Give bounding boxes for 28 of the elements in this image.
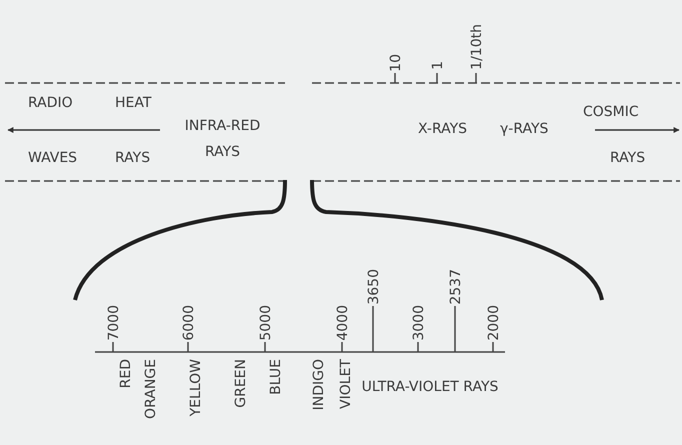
band-label: COSMIC: [583, 104, 639, 120]
wavelength-value: 3000: [411, 305, 427, 341]
band-label: RAYS: [115, 150, 150, 166]
wavelength-value: 4000: [335, 305, 351, 341]
band-label: X-RAYS: [418, 121, 468, 137]
colour-label: BLUE: [268, 359, 284, 395]
scale-value: 1: [430, 61, 446, 70]
band-label: INFRA-RED RAYS: [184, 117, 262, 162]
wavelength-value: 5000: [258, 305, 274, 341]
band-label: RAYS: [610, 150, 646, 166]
wavelength-value: 2000: [486, 305, 502, 341]
wavelength-value: 2537: [448, 269, 464, 305]
colour-label: GREEN: [233, 359, 249, 408]
wavelength-value: 6000: [181, 305, 197, 341]
scale-value: 1/10th: [469, 24, 485, 70]
colour-label: YELLOW: [188, 359, 204, 416]
band-label: RADIO: [28, 95, 73, 111]
colour-label: VIOLET: [338, 359, 354, 409]
colour-label: ORANGE: [143, 359, 159, 419]
colour-label: INDIGO: [311, 359, 327, 410]
colour-label: RED: [118, 359, 134, 388]
band-label: WAVES: [28, 150, 78, 166]
band-label: ULTRA-VIOLET RAYS: [360, 378, 500, 397]
wavelength-value: 7000: [106, 305, 122, 341]
band-label: γ-RAYS: [500, 121, 548, 137]
band-label: HEAT: [115, 95, 152, 111]
wavelength-value: 3650: [366, 269, 382, 305]
scale-value: 10: [388, 54, 404, 72]
